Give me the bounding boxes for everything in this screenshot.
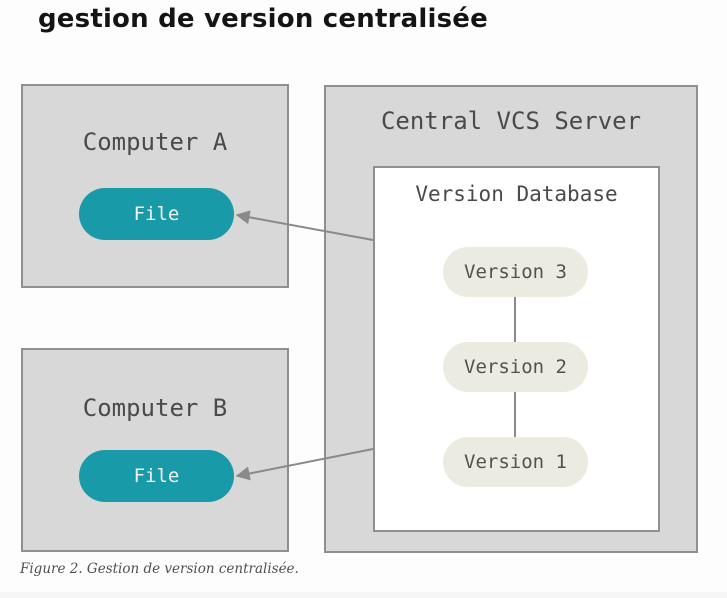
computer-a-label: Computer A xyxy=(82,128,228,156)
computer-a-file-pill: File xyxy=(79,188,234,240)
central-vcs-server-box: Central VCS Server Version Database Vers… xyxy=(324,85,698,553)
figure-caption: Figure 2. Gestion de version centralisée… xyxy=(20,561,299,577)
bottom-strip xyxy=(0,592,727,598)
page-title: gestion de version centralisée xyxy=(38,4,488,34)
central-vcs-server-label: Central VCS Server xyxy=(380,107,642,135)
version-1-label: Version 1 xyxy=(464,451,567,473)
computer-b-file-pill: File xyxy=(79,450,234,502)
version-2-pill: Version 2 xyxy=(443,342,588,392)
computer-b-label: Computer B xyxy=(82,394,228,422)
version-2-label: Version 2 xyxy=(464,356,567,378)
computer-a-box: Computer A File xyxy=(21,84,289,288)
version-database-label: Version Database xyxy=(415,182,618,206)
computer-a-file-label: File xyxy=(133,203,180,225)
version-database-box: Version Database Version 3 Version 2 Ver… xyxy=(373,166,660,532)
computer-b-file-label: File xyxy=(133,465,180,487)
version-1-pill: Version 1 xyxy=(443,437,588,487)
version-3-label: Version 3 xyxy=(464,261,567,283)
version-connector-line xyxy=(514,392,516,437)
version-connector-line xyxy=(514,297,516,342)
version-3-pill: Version 3 xyxy=(443,247,588,297)
computer-b-box: Computer B File xyxy=(21,348,289,552)
